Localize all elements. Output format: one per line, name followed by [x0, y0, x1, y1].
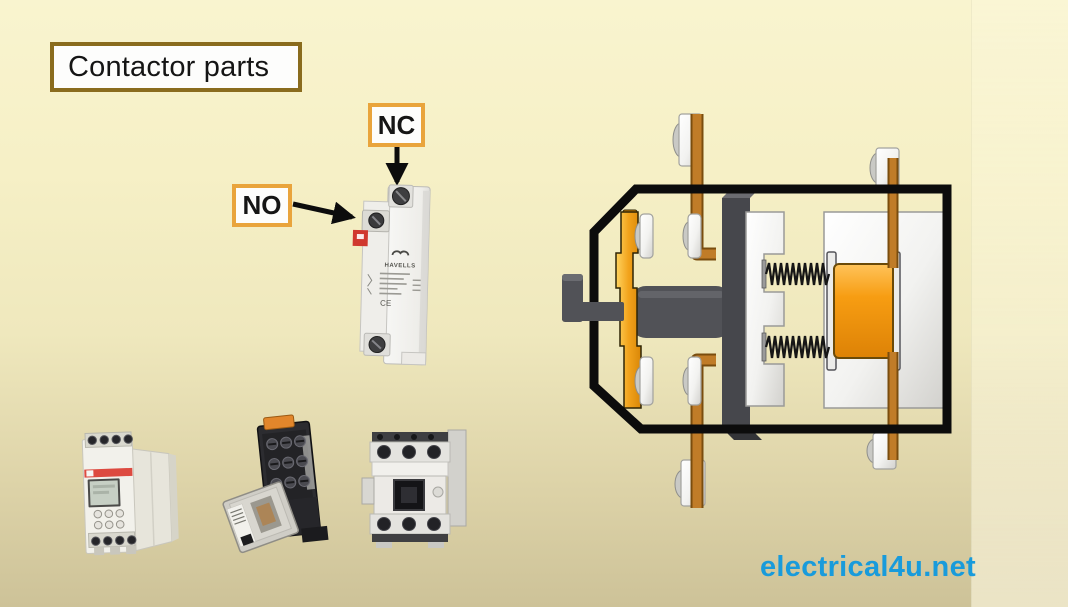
nc-label: NC: [377, 109, 416, 140]
moving-contact-bar: [615, 209, 642, 409]
slide-title: Contactor parts: [68, 50, 270, 83]
screw-slot: [371, 215, 381, 226]
spring-top: [764, 262, 831, 286]
armature-window-inner: [401, 487, 417, 503]
spring-bottom: [764, 335, 831, 359]
return-springs: [761, 259, 831, 362]
relay-unit: [222, 481, 299, 554]
nc-callout-box: NC: [368, 103, 425, 147]
housing-outline: [589, 184, 952, 434]
spring-seat: [761, 259, 767, 289]
panel-seam: [149, 452, 155, 547]
retainer-clip: [263, 414, 295, 431]
armature-arm: [630, 286, 732, 338]
circuit-symbol-marks: [367, 274, 373, 295]
brand-label: HAVELLS: [384, 263, 415, 270]
main-screws-bottom: [377, 517, 441, 531]
ce-mark: CE: [380, 299, 391, 308]
background-light-strip: [971, 0, 1068, 607]
fixed-pad-bottom: [687, 356, 702, 406]
din-foot: [401, 351, 427, 366]
contactor-upper-face: [371, 461, 449, 477]
contactor-side-tab: [361, 477, 375, 505]
contactor-aux-top: [372, 432, 448, 442]
spec-text-lines: [379, 272, 421, 295]
brand-logo-icon: [391, 250, 410, 256]
operating-handle: [562, 274, 624, 322]
main-screws-top: [377, 445, 441, 459]
timer-feet: [93, 545, 137, 556]
device-body-edge: [418, 190, 431, 361]
contact-pads: [634, 213, 702, 406]
coil: [833, 263, 894, 359]
contactor-rear-plate: [447, 429, 467, 527]
contact-bar: [615, 211, 642, 409]
lcd-segment: [92, 484, 115, 489]
slide-title-box: Contactor parts: [50, 42, 302, 92]
site-watermark: electrical4u.net: [760, 551, 976, 583]
no-callout-box: NO: [232, 184, 292, 227]
moving-core: [745, 211, 785, 407]
timer-red-stripe: [84, 467, 133, 478]
socket-din-foot: [301, 525, 329, 543]
relay-socket-photo: [222, 414, 329, 554]
red-badge-mark: [356, 233, 364, 240]
timer-bottom-screws: [91, 535, 137, 546]
relay-test-button: [240, 533, 254, 546]
timer-side-edge: [168, 453, 179, 542]
timer-stripe-mark: [86, 470, 94, 477]
armature-arm-highlight: [638, 291, 724, 298]
relay-coil-winding: [256, 502, 276, 527]
socket-label-strip: [301, 435, 316, 490]
handle-knob-top: [562, 274, 583, 281]
fixed-pad-top: [687, 213, 702, 259]
power-contactor-photo: [361, 429, 467, 548]
timer-module-photo: [81, 431, 179, 556]
screw-slot: [395, 190, 407, 202]
aux-screws-top: [377, 434, 434, 440]
din-contactor-photo: HAVELLS CE: [352, 184, 431, 366]
spring-seat: [761, 332, 767, 362]
timer-buttons: [93, 509, 125, 530]
handle-knob: [562, 274, 583, 322]
relay-label-lines: [230, 508, 246, 525]
brand-dot: [432, 486, 444, 498]
screw-slot: [371, 339, 382, 350]
contactor-feet: [376, 542, 444, 548]
no-label: NO: [242, 190, 282, 220]
contactor-cutaway-diagram: [562, 113, 952, 508]
moving-pad-bottom: [639, 356, 654, 406]
no-arrow: [292, 201, 356, 225]
contactor-aux-bottom: [372, 534, 448, 542]
socket-screws: [266, 435, 311, 490]
moving-pad-top: [639, 213, 654, 259]
lcd-segment: [93, 490, 110, 495]
timer-top-screws: [87, 434, 133, 445]
